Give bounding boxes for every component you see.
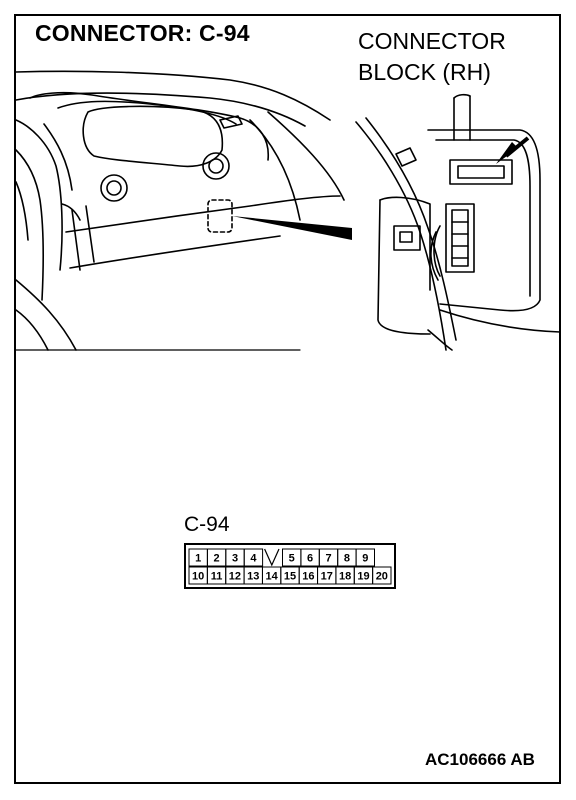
pin-number: 4 — [250, 553, 257, 565]
pin-number: 8 — [344, 553, 350, 565]
connector-outline — [184, 543, 396, 589]
page-title: CONNECTOR: C-94 — [35, 20, 250, 46]
pin-number: 1 — [195, 553, 201, 565]
pin-cell-bottom-10 — [372, 566, 392, 585]
pin-number: 18 — [339, 571, 351, 583]
connector-block-label-line1: CONNECTOR — [358, 28, 506, 54]
pin-number: 11 — [211, 571, 223, 583]
pin-number: 10 — [192, 571, 204, 583]
pin-number: 6 — [307, 553, 313, 565]
pin-number: 15 — [284, 571, 296, 583]
connector-label: C-94 — [184, 513, 230, 536]
connector-block-label: CONNECTOR BLOCK (RH) — [358, 26, 506, 88]
pin-cell-top-3 — [243, 548, 264, 567]
pin-number: 16 — [302, 571, 314, 583]
connector-block-illustration — [355, 93, 561, 351]
pin-number: 19 — [357, 571, 369, 583]
pin-cell-top-9 — [355, 548, 376, 567]
pin-number: 3 — [232, 553, 238, 565]
dashboard-illustration — [15, 70, 345, 351]
pin-number: 7 — [325, 553, 331, 565]
figure-frame — [14, 14, 561, 784]
pointer-arrow-icon — [496, 136, 530, 164]
pin-number: 14 — [266, 571, 279, 583]
pin-number: 20 — [376, 571, 388, 583]
pin-number: 12 — [229, 571, 241, 583]
pin-number: 2 — [214, 553, 220, 565]
pin-number: 5 — [289, 553, 295, 565]
connector-block-label-line2: BLOCK (RH) — [358, 59, 491, 85]
leader-wedge — [232, 216, 352, 240]
figure-code: AC106666 AB — [425, 750, 535, 769]
pin-number: 9 — [362, 553, 368, 565]
pin-number: 13 — [247, 571, 259, 583]
pin-number: 17 — [321, 571, 333, 583]
key-notch-icon — [264, 548, 280, 567]
